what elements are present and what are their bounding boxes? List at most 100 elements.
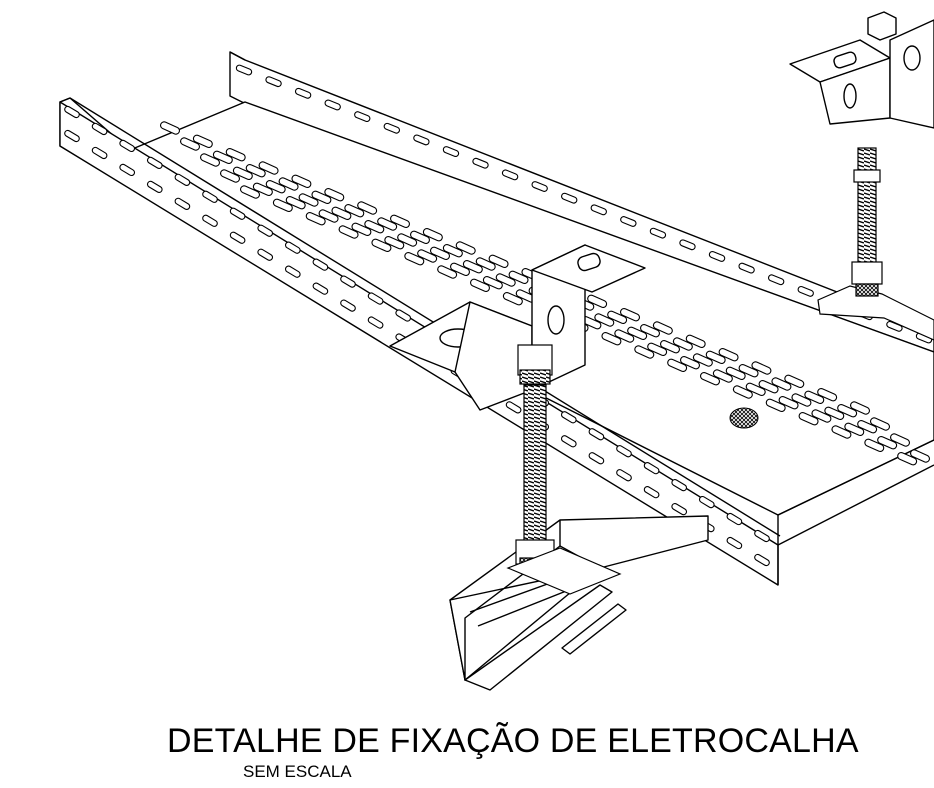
tray-slot	[738, 363, 759, 378]
tray-slot	[897, 451, 918, 466]
tray-slot	[844, 422, 865, 437]
tray-slot	[745, 382, 766, 397]
tray-slot	[413, 134, 430, 146]
tray-slot	[864, 438, 885, 453]
tray-slot	[232, 166, 253, 181]
tray-slot	[229, 231, 246, 244]
tray-slot	[616, 445, 632, 458]
tray-slot	[354, 111, 371, 123]
tray-slot	[430, 246, 450, 261]
tray-slot	[649, 227, 667, 239]
main-hanger-bracket	[389, 244, 646, 411]
tray-slot	[811, 409, 832, 423]
tray-slot	[784, 374, 805, 389]
tray-slot	[508, 270, 529, 285]
tray-slot	[258, 161, 279, 175]
tray-slot	[64, 129, 80, 143]
tray-slot	[660, 339, 680, 354]
tray-slot	[767, 274, 785, 286]
tray-slot	[220, 169, 240, 183]
tray-slot	[798, 411, 819, 426]
tray-slot	[587, 294, 608, 309]
tray-slot	[294, 87, 312, 99]
tray-slot	[475, 257, 496, 271]
tray-slot	[371, 238, 392, 253]
tray-slot	[712, 369, 733, 383]
tray-slot	[357, 201, 378, 215]
tray-slot	[627, 326, 648, 341]
tray-slot	[384, 235, 405, 250]
tray-slot	[390, 214, 410, 229]
back-hanger-bracket	[789, 11, 934, 129]
tray-slot	[817, 387, 838, 402]
tray-slot	[505, 401, 522, 414]
tray-slot	[367, 316, 384, 329]
tray-slot	[331, 206, 352, 221]
tray-slot	[643, 486, 660, 499]
tray-slot	[119, 163, 136, 177]
tray-slot	[180, 137, 200, 151]
tray-slot	[765, 398, 786, 413]
tray-slot	[265, 76, 282, 88]
tray-slot	[450, 262, 470, 277]
tray-slot	[410, 230, 430, 245]
tray-slot	[284, 265, 301, 278]
tray-slot	[732, 385, 753, 399]
tray-slot	[771, 377, 792, 391]
tray-slot	[910, 449, 930, 463]
tray-slot	[245, 163, 266, 178]
tray-slot	[590, 204, 607, 216]
tray-slot	[146, 156, 163, 170]
tray-slot	[318, 209, 339, 223]
tray-slot	[417, 249, 438, 263]
strut-channel	[449, 515, 709, 691]
tray-slot	[252, 182, 273, 197]
tray-slot	[754, 553, 770, 567]
tray-slot	[754, 529, 770, 543]
tray-slot	[831, 425, 852, 439]
tray-slot	[265, 179, 286, 194]
tray-slot	[285, 195, 306, 210]
tray-slot	[395, 309, 412, 322]
tray-slot	[200, 153, 220, 167]
tray-slot	[671, 502, 688, 516]
tray-slot	[672, 337, 693, 351]
tray-slot	[202, 190, 218, 203]
tray-slot	[383, 122, 401, 134]
tray-slot	[338, 225, 359, 239]
tray-slot	[119, 139, 136, 153]
main-hanger-rod	[506, 344, 622, 595]
tray-slot	[488, 254, 509, 269]
tray-slot	[324, 187, 345, 202]
tray-slot	[442, 243, 463, 258]
tray-slot	[305, 211, 326, 226]
tray-slot	[837, 403, 858, 418]
tray-slot	[272, 198, 293, 213]
tray-slot	[455, 241, 476, 255]
tray-slot	[284, 241, 301, 254]
tray-slot	[620, 307, 640, 322]
tray-slot	[700, 371, 720, 386]
tray-slot	[692, 353, 713, 367]
tray-slot	[240, 185, 260, 199]
tray-slot	[502, 291, 523, 306]
tray-slot	[647, 342, 668, 357]
tray-slot	[291, 174, 312, 189]
tray-slot	[758, 379, 779, 394]
tray-slot	[192, 134, 213, 149]
tray-slot	[791, 393, 812, 407]
tray-slot	[462, 259, 483, 274]
back-hanger-rod	[817, 147, 934, 341]
tray-slot	[778, 395, 799, 410]
tray-slot	[422, 227, 443, 242]
tray-slot	[797, 285, 814, 297]
tray-slot	[685, 334, 706, 349]
tray-slot	[298, 193, 319, 207]
tray-slot	[229, 207, 246, 220]
tray-slot	[588, 428, 605, 441]
tray-slot	[560, 435, 577, 448]
tray-slot	[890, 433, 910, 447]
tray-slot	[698, 495, 715, 509]
cable-tray-illustration	[59, 11, 934, 691]
